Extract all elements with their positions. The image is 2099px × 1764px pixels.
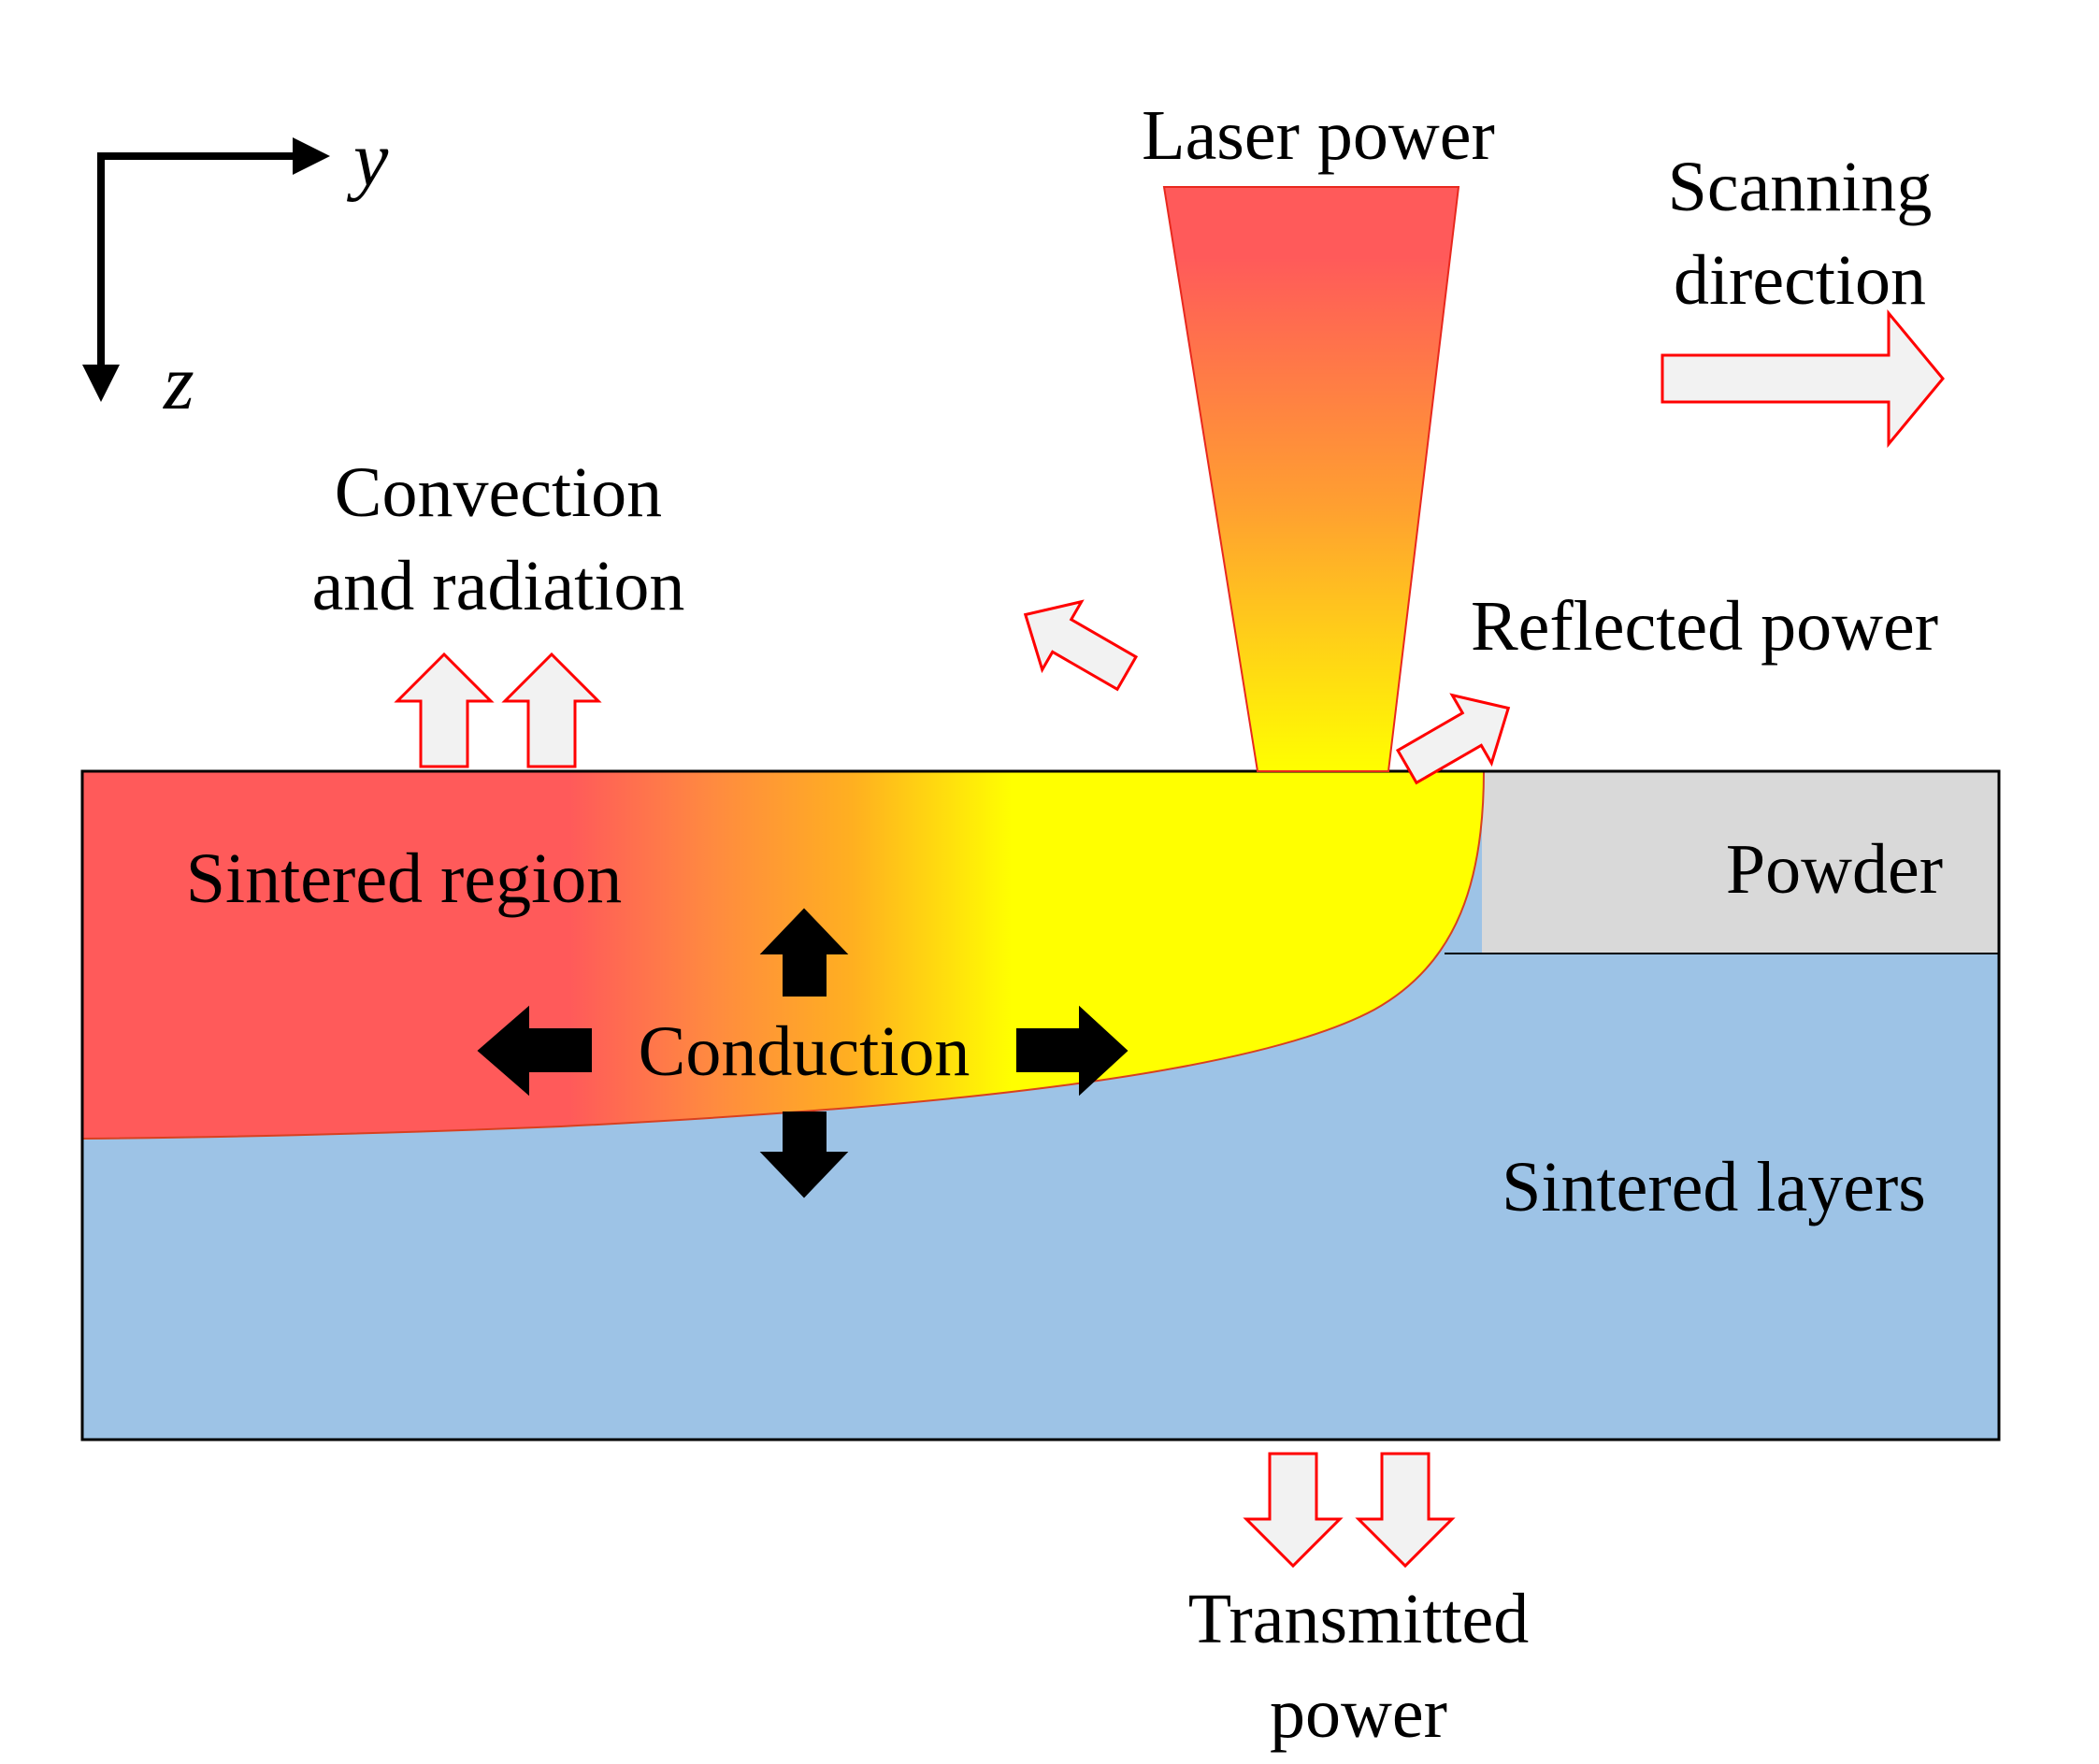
- conduction-arrow-right: [1016, 1005, 1129, 1097]
- sintered-layers-label: Sintered layers: [1502, 1148, 1926, 1226]
- transmitted-arrow-left: [1243, 1452, 1344, 1569]
- melt-pool-boundary: [81, 770, 1485, 1140]
- laser-beam: [1162, 186, 1460, 772]
- conduction-arrow-up: [759, 908, 849, 997]
- convection-label-line1: Convection: [335, 453, 662, 532]
- conduction-arrow-left: [477, 1005, 592, 1097]
- transmitted-power-label-line1: Transmitted: [1188, 1580, 1530, 1658]
- laser-power-label: Laser power: [1142, 96, 1495, 175]
- radiation-arrow-right: [501, 652, 602, 768]
- axis-label-y: y: [346, 116, 389, 203]
- transmitted-power-label-line2: power: [1270, 1674, 1447, 1753]
- reflected-arrow-left: [1023, 599, 1139, 692]
- coordinate-axes: y z: [82, 116, 389, 426]
- scanning-direction-arrow: [1661, 308, 1945, 449]
- transmitted-arrow-right: [1355, 1452, 1456, 1569]
- convection-arrow-left: [394, 652, 495, 768]
- scanning-direction-label-line1: Scanning: [1668, 148, 1933, 226]
- build-block-outline: [80, 769, 2001, 1441]
- reflected-arrow-right: [1395, 693, 1511, 785]
- scanning-direction-label-line2: direction: [1674, 241, 1926, 320]
- sintered-region-label: Sintered region: [186, 839, 622, 918]
- powder-block: [1482, 771, 1999, 954]
- powder-label: Powder: [1726, 830, 1943, 909]
- conduction-arrow-down: [759, 1111, 849, 1198]
- axis-label-z: z: [163, 339, 194, 426]
- convection-label-line2: and radiation: [312, 547, 685, 625]
- reflected-power-label: Reflected power: [1471, 587, 1938, 666]
- conduction-label: Conduction: [639, 1012, 970, 1091]
